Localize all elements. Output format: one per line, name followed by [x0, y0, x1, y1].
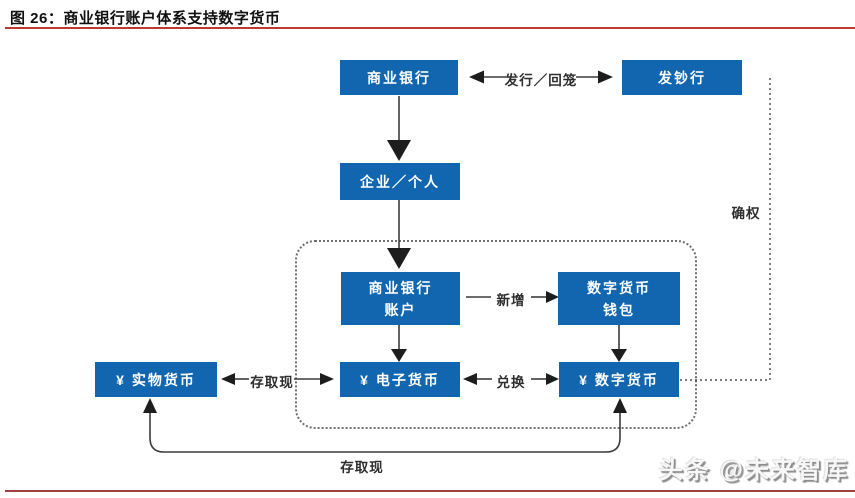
node-enterprise-individual-label: 企业／个人 [360, 173, 440, 190]
title-underline-rule [5, 27, 855, 29]
watermark-toutiao: 头条 @未来智库 [658, 457, 849, 484]
bottom-rule [5, 490, 855, 492]
node-digital-wallet-line2: 钱包 [603, 301, 635, 318]
node-e-money-label: ¥ 电子货币 [360, 371, 440, 388]
node-e-money: ¥ 电子货币 [340, 362, 460, 397]
figure-title: 图 26：商业银行账户体系支持数字货币 [10, 10, 281, 27]
node-enterprise-individual: 企业／个人 [340, 163, 460, 200]
arrowhead-left-cash [221, 373, 235, 385]
node-bank-account-line2: 账户 [384, 301, 417, 318]
edge-label-confirm-rights: 确权 [731, 206, 761, 221]
node-issuing-bank: 发钞行 [622, 60, 742, 95]
edge-label-exchange: 兑换 [496, 375, 526, 390]
edge-label-cash-left: 存取现 [250, 375, 294, 390]
node-bank-account: 商业银行 账户 [341, 272, 460, 325]
node-physical-money-label: ¥ 实物货币 [116, 371, 196, 388]
edge-label-add-new: 新增 [496, 293, 526, 308]
edge-label-cash-bottom: 存取现 [340, 460, 384, 475]
node-bank-account-line1: 商业银行 [368, 279, 433, 296]
arrowhead-down-enterprise [387, 140, 411, 161]
node-commercial-bank-label: 商业银行 [367, 69, 431, 86]
node-digital-wallet-line1: 数字货币 [587, 279, 651, 296]
arrowhead-left-issue-recall [469, 70, 484, 84]
edge-label-issue-recall: 发行／回笼 [504, 73, 578, 88]
node-issuing-bank-label: 发钞行 [658, 69, 706, 86]
node-digital-currency: ¥ 数字货币 [559, 362, 679, 397]
node-digital-currency-label: ¥ 数字货币 [579, 371, 659, 388]
arrowhead-up-physical [143, 398, 157, 413]
arrowhead-right-issue-recall [598, 70, 613, 84]
node-digital-wallet: 数字货币 钱包 [558, 272, 680, 325]
node-physical-money: ¥ 实物货币 [95, 362, 217, 397]
node-commercial-bank: 商业银行 [340, 60, 458, 95]
account-system-boundary [295, 240, 697, 429]
